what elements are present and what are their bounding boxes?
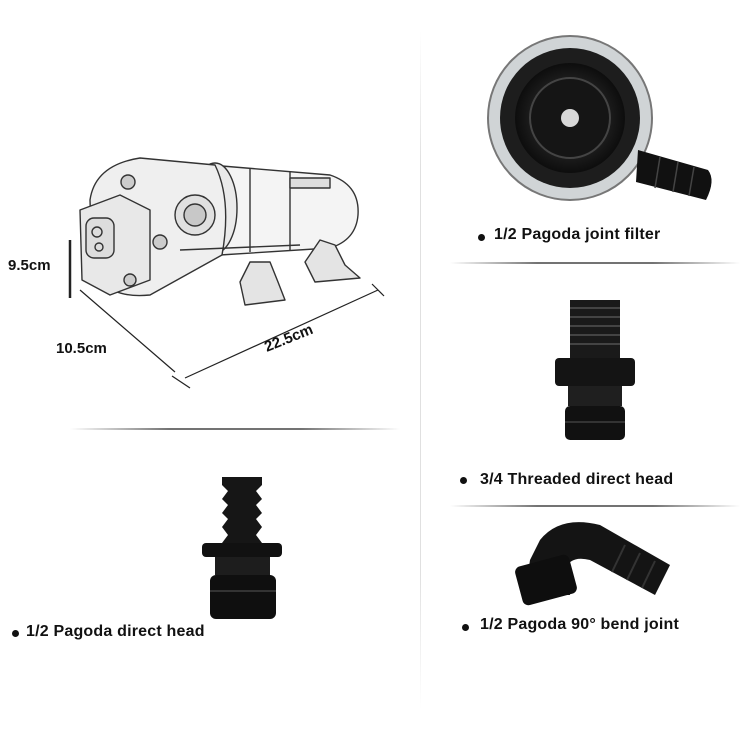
filter-label: 1/2 Pagoda joint filter [494, 226, 661, 243]
pagoda-direct-image [202, 477, 282, 619]
threaded-bullet [460, 477, 467, 484]
threaded-head-image [555, 300, 635, 440]
bend-label: 1/2 Pagoda 90° bend joint [480, 616, 679, 633]
divider-left [70, 428, 400, 430]
pump-sketch-panel: 9.5cm 10.5cm 22.5cm [0, 0, 420, 440]
pump-depth-label: 10.5cm [56, 340, 107, 357]
filter-bullet [478, 234, 485, 241]
panel-divider-vertical [420, 30, 421, 710]
filter-image [487, 35, 712, 201]
pump-sketch-image [68, 157, 385, 389]
bend-bullet [462, 624, 469, 631]
threaded-head-panel: 3/4 Threaded direct head [440, 290, 740, 495]
pagoda-direct-label: 1/2 Pagoda direct head [26, 623, 205, 640]
filter-panel: 1/2 Pagoda joint filter [470, 30, 740, 260]
pump-height-label: 9.5cm [8, 257, 51, 274]
bend-joint-image [515, 522, 670, 606]
pagoda-direct-bullet [12, 630, 19, 637]
divider-right-mid [450, 505, 740, 507]
pagoda-direct-panel: 1/2 Pagoda direct head [0, 465, 420, 665]
bend-joint-panel: 1/2 Pagoda 90° bend joint [440, 510, 740, 640]
divider-right-top [450, 262, 740, 264]
threaded-label: 3/4 Threaded direct head [480, 471, 674, 488]
